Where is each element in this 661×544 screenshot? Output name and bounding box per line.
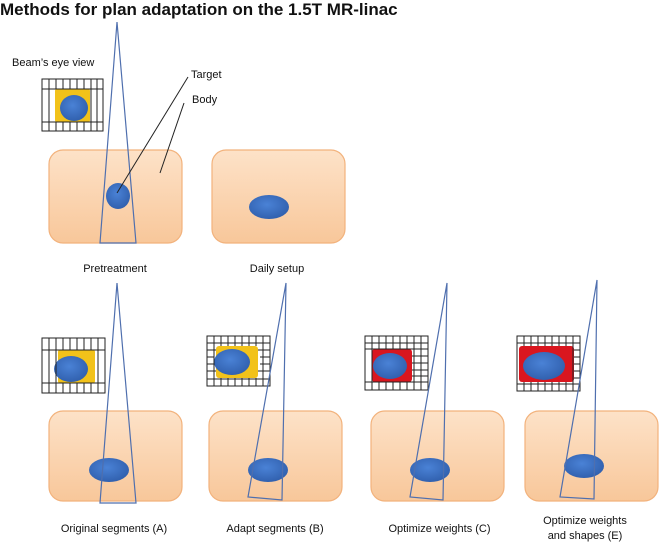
beam-optimize-weights-shapes xyxy=(559,279,598,500)
caption-optimize-weights: Optimize weights (C) xyxy=(388,523,491,535)
beam-pretreatment xyxy=(99,21,137,244)
beam-original-segments xyxy=(99,282,137,504)
caption-adapt-segments: Adapt segments (B) xyxy=(226,523,324,535)
target-label: Target xyxy=(191,69,222,81)
caption-original-segments: Original segments (A) xyxy=(60,523,168,535)
body-label: Body xyxy=(192,94,218,106)
beams-eye-view-label: Beam’s eye view xyxy=(12,57,95,69)
target-adapt-segments xyxy=(248,458,288,482)
target-optimize-weights xyxy=(410,458,450,482)
target-pretreatment xyxy=(106,183,130,209)
caption-daily-setup: Daily setup xyxy=(249,263,305,275)
target-daily-setup xyxy=(249,195,289,219)
caption-optimize-weights-shapes-line1: Optimize weights xyxy=(543,515,627,527)
diagram-title: Methods for plan adaptation on the 1.5T … xyxy=(0,0,398,19)
beam-adapt-segments xyxy=(247,282,287,501)
bev-pretreatment xyxy=(41,78,104,132)
beam-optimize-weights xyxy=(409,282,448,501)
bev-adapt-segments xyxy=(206,335,271,387)
body-optimize-weights xyxy=(370,410,505,502)
target-pointer xyxy=(116,76,189,194)
body-adapt-segments xyxy=(208,410,343,502)
target-original-segments xyxy=(89,458,129,482)
bev-optimize-weights-shapes xyxy=(516,335,581,392)
bev-optimize-weights xyxy=(364,335,429,391)
bev-original-segments xyxy=(41,337,106,394)
caption-pretreatment: Pretreatment xyxy=(83,263,147,275)
caption-optimize-weights-shapes: Optimize weights and shapes (E) xyxy=(520,514,650,544)
body-pointer xyxy=(159,102,185,174)
caption-optimize-weights-shapes-line2: and shapes (E) xyxy=(547,530,623,542)
target-optimize-weights-shapes xyxy=(564,454,604,478)
body-original-segments xyxy=(48,410,183,502)
